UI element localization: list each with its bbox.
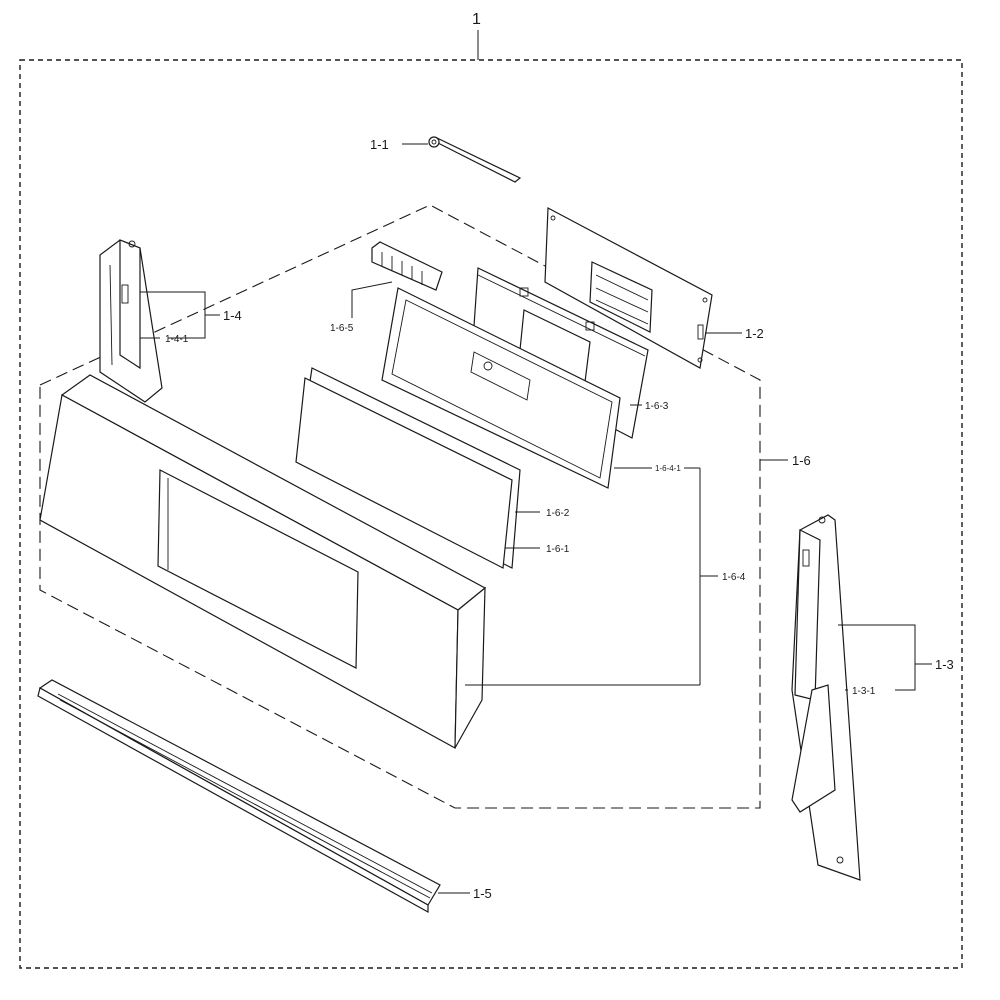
label-1-6-2: 1-6-2 <box>546 508 570 519</box>
label-1-5: 1-5 <box>473 886 492 901</box>
label-1-6-4: 1-6-4 <box>722 572 746 583</box>
label-1-1: 1-1 <box>370 137 389 152</box>
overlay-part <box>295 367 521 569</box>
left-bracket-part <box>99 239 163 403</box>
group-outline-1-6 <box>39 204 761 809</box>
label-1-3-1: 1-3-1 <box>852 686 876 697</box>
label-1-6: 1-6 <box>792 453 811 468</box>
label-1-3: 1-3 <box>935 657 954 672</box>
label-1-6-5: 1-6-5 <box>330 323 354 334</box>
assembly-boundary <box>19 59 963 969</box>
label-1-4: 1-4 <box>223 308 242 323</box>
bottom-trim-part <box>37 679 441 914</box>
label-1-2: 1-2 <box>745 326 764 341</box>
panel-frame-part <box>381 287 621 489</box>
label-1-4-1: 1-4-1 <box>165 334 189 345</box>
rod-part <box>428 136 522 183</box>
pcb-board-part <box>544 207 713 369</box>
bracket-1-3 <box>838 624 916 691</box>
right-bracket-part <box>791 514 861 881</box>
assembly-label: 1 <box>472 11 481 28</box>
control-panel-part <box>39 374 487 750</box>
label-1-6-4-1: 1-6-4-1 <box>655 464 681 473</box>
leader-1-6-5 <box>351 281 393 318</box>
label-1-6-3: 1-6-3 <box>645 401 669 412</box>
connector-block-part <box>371 241 443 291</box>
label-1-6-1: 1-6-1 <box>546 544 570 555</box>
